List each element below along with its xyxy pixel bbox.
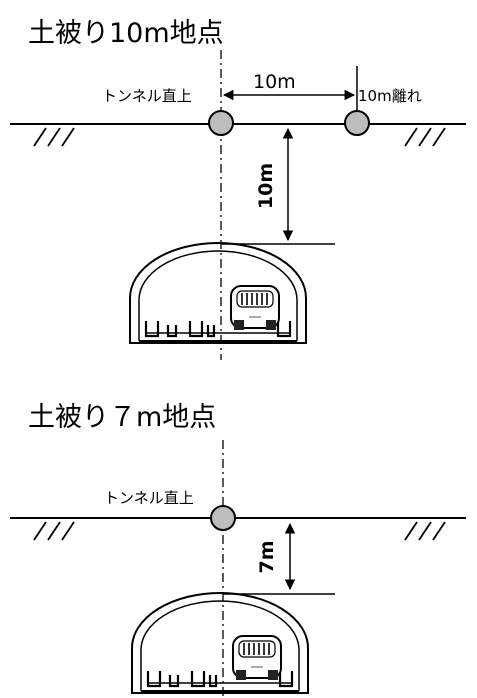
sensor-marker-icon — [208, 110, 234, 136]
ground-hatch-icon — [404, 521, 446, 541]
ground-hatch-icon — [33, 521, 75, 541]
tunnel-top-label: トンネル直上 — [102, 87, 192, 105]
section-title: 土被り10m地点 — [28, 18, 224, 49]
inspection-robot-icon — [232, 635, 282, 681]
depth-dimension-label: 7m — [256, 540, 278, 573]
section-10m: 土被り10m地点 トンネル直上 10m離れ 10m 10m — [10, 18, 466, 360]
ground-hatch-icon — [404, 127, 446, 147]
sensor-marker-icon — [344, 110, 370, 136]
depth-dimension-label: 10m — [255, 163, 277, 209]
tunnel-top-label: トンネル直上 — [104, 489, 194, 507]
offset-dimension-label: 10m — [253, 71, 296, 93]
ground-hatch-icon — [33, 127, 75, 147]
section-title: 土被り７m地点 — [28, 402, 216, 433]
section-7m: 土被り７m地点 トンネル直上 7m — [10, 402, 466, 698]
offset-point-label: 10m離れ — [358, 87, 422, 105]
inspection-robot-icon — [230, 285, 280, 331]
sensor-marker-icon — [210, 505, 236, 531]
